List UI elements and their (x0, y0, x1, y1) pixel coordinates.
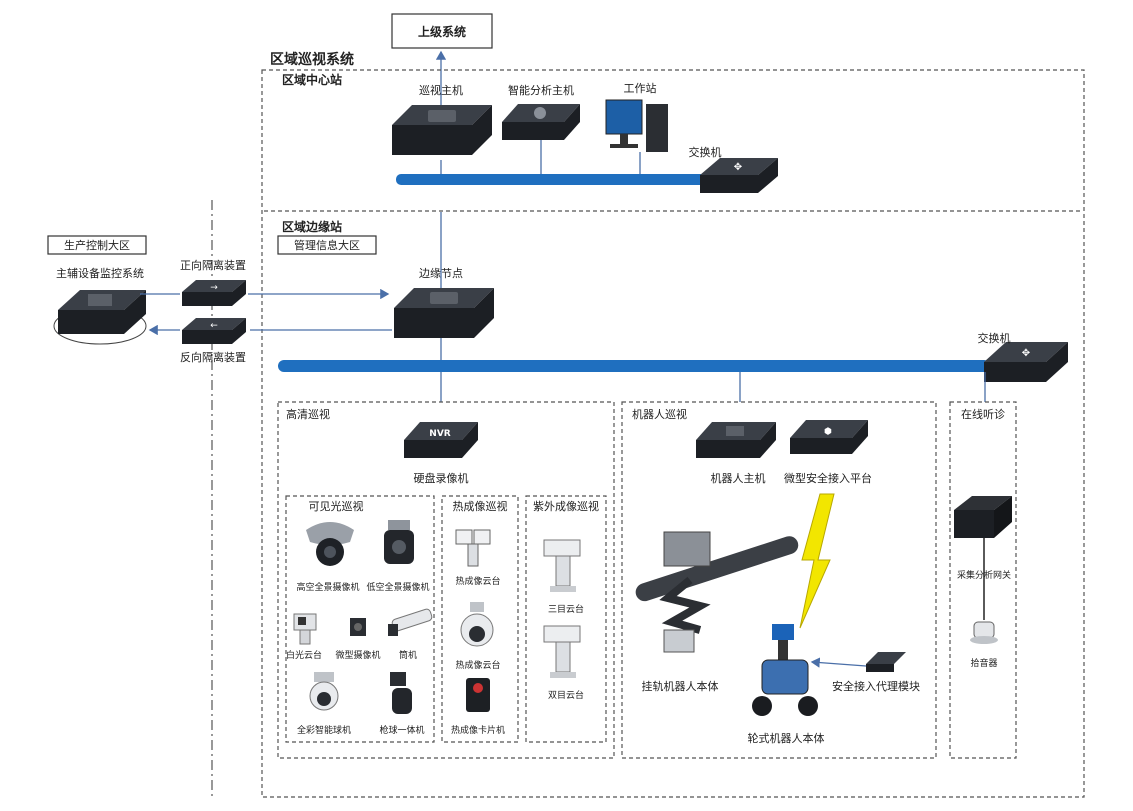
center-switch-icon: ✥ (700, 158, 778, 193)
micro-access-label: 微型安全接入平台 (784, 471, 872, 485)
prod-zone-label: 生产控制大区 (64, 238, 130, 252)
center-bus (396, 174, 716, 185)
robot-box (621, 401, 937, 759)
center-station-label: 区域中心站 (282, 72, 342, 87)
hd-inspection-label: 高清巡视 (286, 407, 330, 421)
inspection-host-icon (392, 105, 492, 155)
dual-ptz-label: 双目云台 (548, 689, 584, 701)
mgmt-zone-label: 管理信息大区 (294, 238, 360, 252)
aux-monitor-icon (53, 290, 147, 345)
edge-station-label: 区域边缘站 (282, 219, 342, 234)
upper-system-box (391, 13, 493, 49)
thermal-ptz2-label: 热成像云台 (455, 659, 500, 671)
color-dome-icon (309, 672, 339, 711)
forward-iso-icon: → (182, 280, 246, 306)
inspection-host-label: 巡视主机 (419, 83, 463, 97)
pickup-label: 拾音器 (970, 657, 997, 669)
mgmt-zone-box (277, 235, 377, 255)
thermal-ptz1-label: 热成像云台 (455, 575, 500, 587)
dual-ptz-icon (543, 625, 581, 678)
analysis-host-label: 智能分析主机 (508, 83, 574, 97)
online-listen-label: 在线听诊 (961, 407, 1005, 421)
bullet-dome-label: 枪球一体机 (379, 724, 424, 736)
edge-switch-icon: ✥ (984, 342, 1068, 382)
tri-ptz-icon (543, 539, 581, 592)
pickup-icon (970, 621, 998, 644)
thermal-box (441, 495, 519, 743)
upper-system-label: 上级系统 (418, 24, 466, 39)
edge-node-icon (394, 288, 494, 338)
visible-light-label: 可见光巡视 (309, 499, 364, 513)
thermal-ptz-icon-1 (455, 529, 491, 567)
high-pano-camera-icon (306, 522, 354, 566)
wheel-robot-label: 轮式机器人本体 (748, 731, 825, 745)
mini-cam-label: 微型摄像机 (335, 649, 380, 661)
reverse-iso-label: 反向隔离装置 (180, 350, 246, 364)
wheel-robot-icon (752, 624, 818, 716)
bullet-dome-icon (390, 672, 412, 714)
white-ptz-icon (293, 613, 317, 645)
bullet-camera-icon (388, 608, 433, 636)
robot-label: 机器人巡视 (632, 407, 687, 421)
forward-iso-label: 正向隔离装置 (180, 258, 246, 272)
thermal-card-label: 热成像卡片机 (451, 724, 505, 736)
nvr-text: NVR (429, 429, 450, 439)
color-dome-label: 全彩智能球机 (297, 724, 351, 736)
robot-host-label: 机器人主机 (711, 471, 766, 485)
robot-host-icon (696, 422, 776, 458)
hd-inspection-box (277, 401, 615, 759)
white-ptz-label: 白光云台 (286, 649, 322, 661)
low-pano-camera-icon (384, 520, 414, 564)
svg-text:✥: ✥ (1022, 348, 1030, 359)
edge-switch-label: 交换机 (978, 331, 1011, 345)
visible-light-box (285, 495, 435, 743)
proxy-module-icon (866, 652, 906, 672)
edge-bus (278, 360, 990, 372)
thermal-label: 热成像巡视 (453, 499, 508, 513)
proxy-module-label: 安全接入代理模块 (832, 679, 920, 693)
uv-box (525, 495, 607, 743)
prod-zone-box (47, 235, 147, 255)
low-pano-label: 低空全景摄像机 (366, 581, 429, 593)
online-listen-box (949, 401, 1017, 759)
thermal-card-icon (466, 678, 490, 712)
nvr-icon: NVR (404, 422, 478, 458)
reverse-iso-icon: ← (182, 318, 246, 344)
rail-robot-icon (635, 531, 799, 653)
mini-camera-icon (350, 618, 366, 636)
rail-robot-label: 挂轨机器人本体 (642, 679, 719, 693)
gateway-icon (954, 496, 1012, 538)
svg-text:⬢: ⬢ (824, 427, 832, 437)
svg-text:←: ← (210, 321, 218, 331)
regional-system-label: 区域巡视系统 (270, 51, 354, 68)
wireless-link-icon (799, 493, 835, 629)
svg-text:✥: ✥ (734, 162, 742, 173)
nvr-label: 硬盘录像机 (414, 471, 469, 485)
bullet-label: 筒机 (399, 649, 417, 661)
svg-text:→: → (210, 283, 218, 293)
tri-ptz-label: 三目云台 (548, 603, 584, 615)
analysis-host-icon (502, 104, 580, 140)
micro-access-icon: ⬢ (790, 420, 868, 454)
regional-system-box (261, 69, 1085, 798)
uv-label: 紫外成像巡视 (533, 499, 599, 513)
workstation-label: 工作站 (624, 81, 657, 95)
high-pano-label: 高空全景摄像机 (296, 581, 359, 593)
workstation-icon (605, 99, 668, 152)
thermal-ptz-icon-2 (460, 602, 494, 647)
center-switch-label: 交换机 (689, 145, 722, 159)
aux-monitor-label: 主辅设备监控系统 (56, 266, 144, 280)
